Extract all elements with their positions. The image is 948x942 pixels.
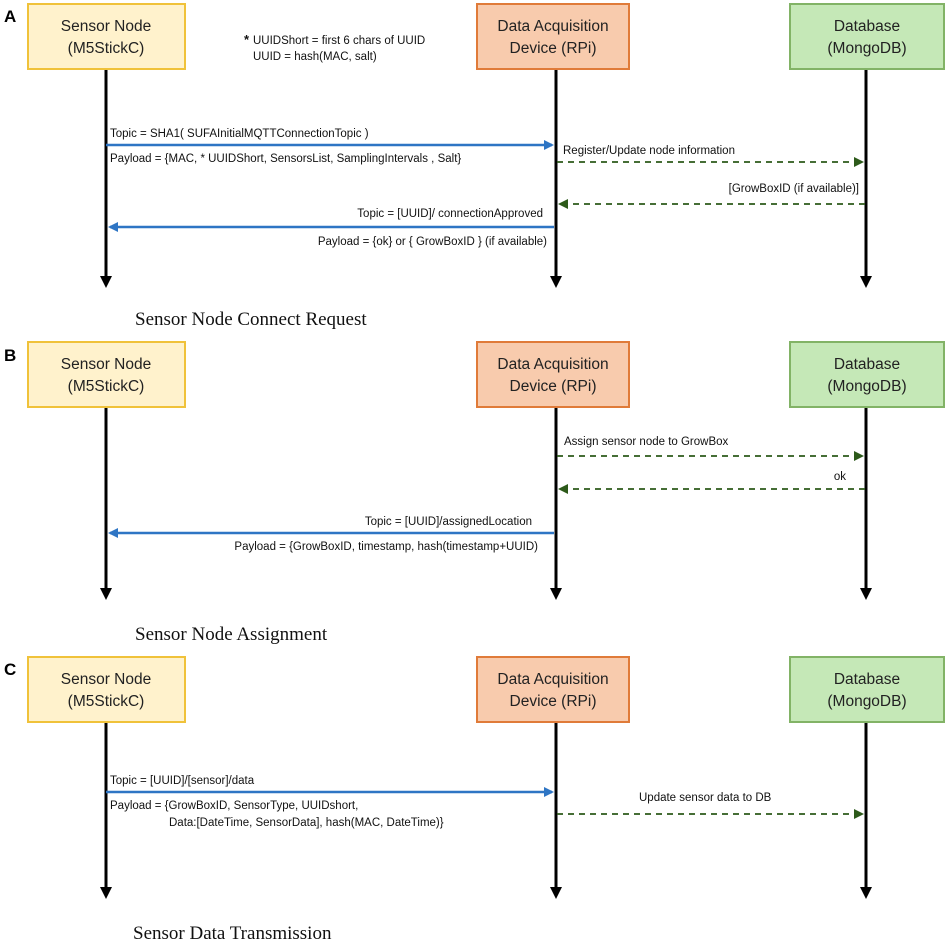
update-sensor-data-label: Update sensor data to DB [639, 792, 772, 804]
sensor-node-model: (M5StickC) [68, 378, 145, 395]
note-star: * [244, 32, 250, 47]
connect-request-payload: Payload = {MAC, * UUIDShort, SensorsList… [110, 153, 461, 165]
rpi-node-box-c: Data Acquisition Device (RPi) [476, 656, 630, 723]
db-node-box-b: Database (MongoDB) [789, 341, 945, 408]
sensor-node-name: Sensor Node [61, 671, 151, 688]
note-line-1: UUIDShort = first 6 chars of UUID [253, 35, 425, 47]
assigned-location-topic: Topic = [UUID]/assignedLocation [365, 516, 532, 528]
panel-a-letter: A [4, 7, 16, 26]
panel-b-title: Sensor Node Assignment [135, 624, 328, 645]
rpi-node-name: Data Acquisition [497, 356, 608, 373]
panel-a-title: Sensor Node Connect Request [135, 309, 367, 330]
db-node-model: (MongoDB) [827, 378, 906, 395]
sensor-node-name: Sensor Node [61, 18, 151, 35]
panel-c-title: Sensor Data Transmission [133, 923, 332, 942]
rpi-node-model: Device (RPi) [510, 40, 597, 57]
assign-growbox-label: Assign sensor node to GrowBox [564, 436, 729, 448]
note-line-2: UUID = hash(MAC, salt) [253, 51, 377, 63]
sensor-node-model: (M5StickC) [68, 40, 145, 57]
panel-b: B Sensor Node (M5StickC) Data Acquisitio… [4, 341, 945, 645]
panel-c-letter: C [4, 660, 16, 679]
uuid-note: * UUIDShort = first 6 chars of UUID UUID… [244, 32, 425, 63]
sensor-node-box-a: Sensor Node (M5StickC) [27, 3, 186, 70]
panel-c: C Sensor Node (M5StickC) Data Acquisitio… [4, 656, 945, 942]
db-node-name: Database [834, 671, 900, 688]
sensor-node-name: Sensor Node [61, 356, 151, 373]
db-node-box-a: Database (MongoDB) [789, 3, 945, 70]
rpi-node-box-a: Data Acquisition Device (RPi) [476, 3, 630, 70]
db-node-name: Database [834, 356, 900, 373]
rpi-node-name: Data Acquisition [497, 671, 608, 688]
panel-a: A Sensor Node (M5StickC) Data Acquisitio… [4, 3, 945, 330]
sensor-data-payload-line-2: Data:[DateTime, SensorData], hash(MAC, D… [169, 817, 444, 829]
register-node-label: Register/Update node information [563, 145, 735, 157]
rpi-node-model: Device (RPi) [510, 693, 597, 710]
connection-approved-topic: Topic = [UUID]/ connectionApproved [357, 208, 543, 220]
db-node-box-c: Database (MongoDB) [789, 656, 945, 723]
db-node-model: (MongoDB) [827, 40, 906, 57]
rpi-node-name: Data Acquisition [497, 18, 608, 35]
rpi-node-box-b: Data Acquisition Device (RPi) [476, 341, 630, 408]
db-node-model: (MongoDB) [827, 693, 906, 710]
sensor-data-topic: Topic = [UUID]/[sensor]/data [110, 775, 255, 787]
rpi-node-model: Device (RPi) [510, 378, 597, 395]
db-node-name: Database [834, 18, 900, 35]
connect-request-topic: Topic = SHA1( SUFAInitialMQTTConnectionT… [110, 128, 369, 140]
sensor-node-box-b: Sensor Node (M5StickC) [27, 341, 186, 408]
growbox-id-return-label: [GrowBoxID (if available)] [729, 183, 859, 195]
panel-b-letter: B [4, 346, 16, 365]
sensor-node-box-c: Sensor Node (M5StickC) [27, 656, 186, 723]
connection-approved-payload: Payload = {ok} or { GrowBoxID } (if avai… [318, 236, 547, 248]
sensor-node-model: (M5StickC) [68, 693, 145, 710]
ok-return-label: ok [834, 471, 846, 483]
assigned-location-payload: Payload = {GrowBoxID, timestamp, hash(ti… [234, 541, 538, 553]
sensor-data-payload-line-1: Payload = {GrowBoxID, SensorType, UUIDsh… [110, 800, 358, 812]
